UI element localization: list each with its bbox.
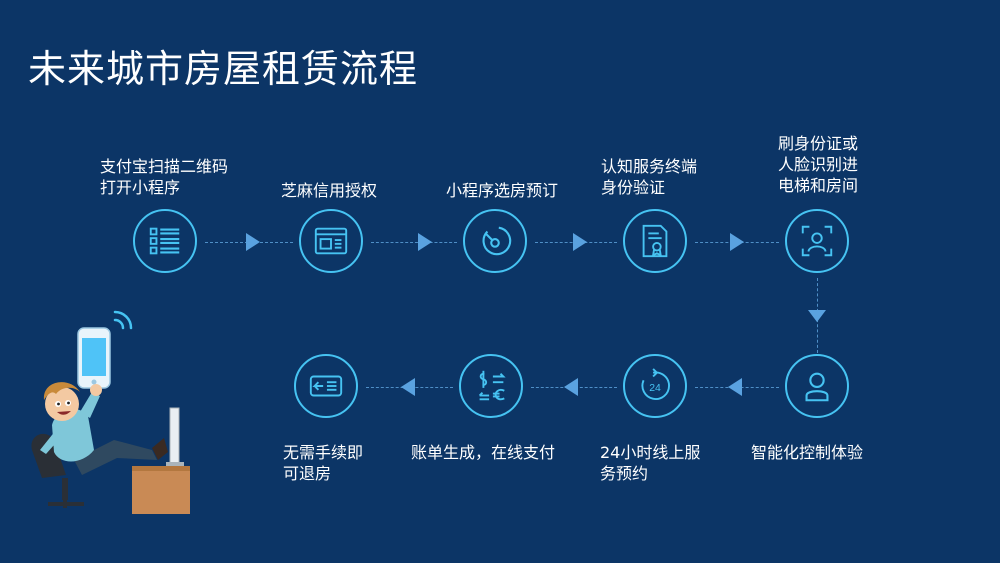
step-4-node [623,209,687,273]
qr-list-icon [149,227,180,255]
step-5-node [785,209,849,273]
step-8-label: 账单生成，在线支付 [411,443,556,462]
connector-2-3 [371,242,457,243]
step-5-label: 刷身份证或人脸识别进电梯和房间 [778,134,859,195]
page-title: 未来城市房屋租赁流程 [28,47,419,91]
step-3-node [463,209,527,273]
svg-text:24: 24 [649,383,661,394]
arrow-right-3 [573,233,587,251]
arrow-right-2 [418,233,432,251]
step-1-node [133,209,197,273]
clock-24-icon: 24 [641,368,670,400]
arrow-left-1 [728,378,742,396]
person-with-phone-illustration [31,310,190,514]
user-icon [805,372,829,402]
step-9-label: 无需手续即可退房 [283,443,364,483]
step-1-label: 支付宝扫描二维码打开小程序 [100,157,229,197]
step-9-node [294,354,358,418]
arrow-left-3 [401,378,415,396]
step-6-label: 智能化控制体验 [751,443,864,462]
arrow-down [808,310,826,322]
step-7-node: 24 [623,354,687,418]
step-8-node [459,354,523,418]
ticket-return-icon [309,375,343,397]
arrow-right-1 [246,233,260,251]
browser-window-icon [314,227,348,255]
face-scan-icon [801,225,833,257]
arrow-left-2 [564,378,578,396]
step-4-label: 认知服务终端身份验证 [601,157,698,197]
step-2-node [299,209,363,273]
arrow-right-4 [730,233,744,251]
phone-icon [77,327,111,389]
wifi-signal-icon [113,310,133,330]
certificate-icon [642,224,668,258]
step-2-label: 芝麻信用授权 [281,181,378,200]
step-7-label: 24小时线上服务预约 [600,443,701,483]
step-3-label: 小程序选房预订 [446,181,559,200]
step-6-node [785,354,849,418]
currency-exchange-icon [478,370,506,401]
compass-dial-icon [482,226,512,256]
